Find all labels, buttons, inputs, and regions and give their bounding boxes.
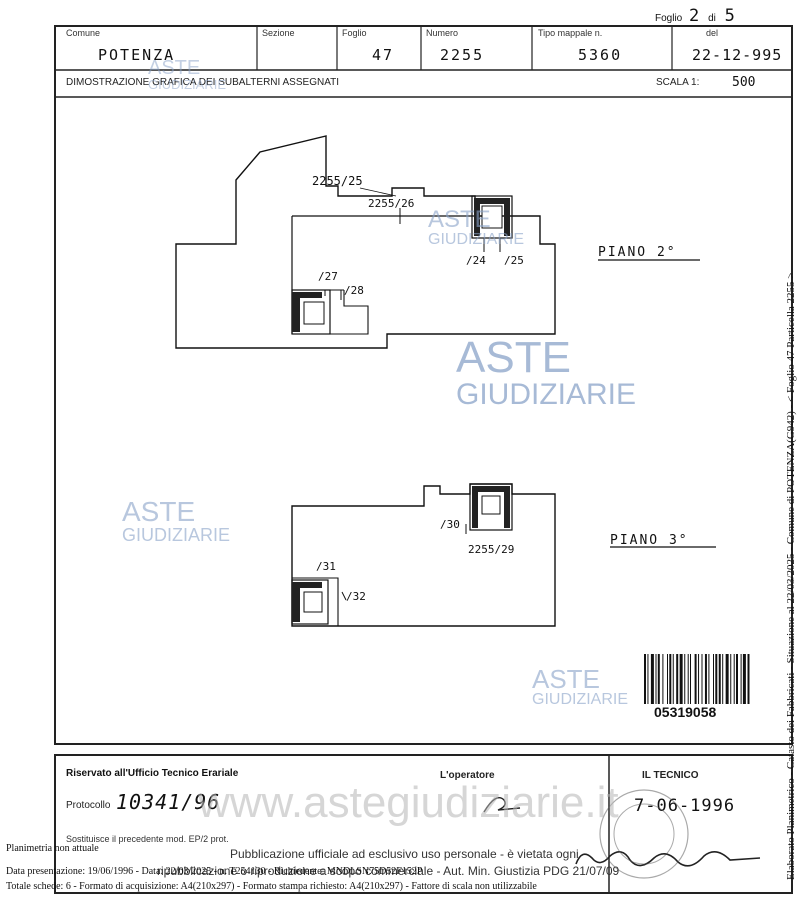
del-label: del <box>706 28 719 38</box>
header-title: DIMOSTRAZIONE GRAFICA DEI SUBALTERNI ASS… <box>66 77 340 88</box>
page-total: 5 <box>724 6 737 26</box>
scala-label: SCALA 1: <box>656 77 700 88</box>
barcode-bars <box>644 654 750 704</box>
watermark-header-line1: ASTE <box>148 57 201 79</box>
sezione-label: Sezione <box>262 28 295 38</box>
foglio-value: 47 <box>372 46 395 64</box>
page-counter-foglio-label: Foglio <box>655 13 683 24</box>
watermark-large: ASTE GIUDIZIARIE <box>456 336 636 410</box>
watermark-left-line1: ASTE <box>122 496 196 527</box>
piano3-stair-top <box>469 483 513 531</box>
watermark-left-line2: GIUDIZIARIE <box>122 525 231 545</box>
label-2255-25: 2255/25 <box>312 174 363 188</box>
watermark-bottom-line1: ASTE <box>532 664 600 694</box>
footer-operatore-label: L'operatore <box>440 770 495 781</box>
circular-stamp <box>599 789 689 879</box>
barcode-number: 05319058 <box>654 704 717 720</box>
watermark-large-line2: GIUDIZIARIE <box>456 378 637 411</box>
footer-box <box>54 754 793 894</box>
watermark-bottom-line2: GIUDIZIARIE <box>532 691 629 708</box>
label-30: /30 <box>440 518 460 531</box>
piano3-outline <box>291 483 556 627</box>
label-2255-29: 2255/29 <box>468 543 515 556</box>
piano2-stair-left <box>291 289 331 335</box>
footer-sostituisce: Sostituisce il precedente mod. EP/2 prot… <box>66 834 229 844</box>
header-grid <box>54 25 793 98</box>
label-2255-26: 2255/26 <box>368 197 415 210</box>
notice-line2: ripubblicazione o riproduzione a scopo c… <box>157 864 620 878</box>
piano2-stair-top <box>471 195 513 252</box>
operatore-signature <box>483 797 521 813</box>
watermark-plan-small: ASTE GIUDIZIARIE <box>428 208 524 248</box>
scala-value: 500 <box>732 75 756 90</box>
label-31: /31 <box>316 560 336 573</box>
comune-label: Comune <box>66 28 101 38</box>
watermark-large-line1: ASTE <box>456 333 571 382</box>
stamp-line3: Totale schede: 6 - Formato di acquisizio… <box>6 881 537 892</box>
mappa-value: 5360 <box>578 46 623 64</box>
stamp-line1: Planimetria non attuale <box>6 843 99 854</box>
piano3-label: PIANO 3° <box>610 533 689 548</box>
watermark-left: ASTE GIUDIZIARIE <box>122 496 231 545</box>
stamp-line2: Data presentazione: 19/06/1996 - Data: 2… <box>6 866 423 877</box>
numero-label: Numero <box>426 28 459 38</box>
mappa-label: Tipo mappale n. <box>538 28 603 38</box>
footer-protocollo-label: Protocollo <box>66 800 111 811</box>
watermark-bottom: ASTE GIUDIZIARIE <box>532 666 628 708</box>
watermark-header-line2: GIUDIZIARIE <box>148 77 227 92</box>
piano2-label: PIANO 2° <box>598 245 677 260</box>
del-value: 22-12-995 <box>692 46 783 64</box>
label-25: /25 <box>504 254 524 267</box>
footer-grid <box>608 754 610 894</box>
sheet-border <box>54 25 793 745</box>
watermark-site: www.astegiudiziarie.it <box>198 778 619 827</box>
barcode <box>644 654 784 704</box>
label-28: /28 <box>344 284 364 297</box>
piano3-stair-left <box>291 579 329 625</box>
label-27: /27 <box>318 270 338 283</box>
label-24: /24 <box>466 254 486 267</box>
footer-tecnico-label: IL TECNICO <box>642 770 699 781</box>
page-number: 2 <box>689 6 702 26</box>
watermark-plan-small-line1: ASTE <box>428 206 491 233</box>
piano3-room <box>292 577 339 626</box>
floor-plan-drawing <box>175 135 716 627</box>
footer-protocollo-value: 10341/96 <box>116 790 221 814</box>
page-counter: Foglio 2 di 5 <box>655 6 737 26</box>
piano2-room <box>292 290 369 335</box>
footer-riservato: Riservato all'Ufficio Tecnico Erariale <box>66 768 239 779</box>
foglio-label: Foglio <box>342 28 367 38</box>
piano2-leader-25 <box>359 187 397 197</box>
watermark-plan-small-line2: GIUDIZIARIE <box>428 231 525 248</box>
footer-tecnico-date: 7-06-1996 <box>634 796 736 816</box>
notice-line1: Pubblicazione ufficiale ad esclusivo uso… <box>230 847 579 861</box>
page-counter-di-label: di <box>708 13 716 24</box>
side-text: Elaborato Planimetrico - Catasto dei Fab… <box>785 272 797 880</box>
numero-value: 2255 <box>440 46 485 64</box>
watermark-header: ASTE GIUDIZIARIE <box>148 58 226 91</box>
label-32: /32 <box>346 590 366 603</box>
comune-value: POTENZA <box>98 46 176 64</box>
tecnico-signature <box>575 851 761 867</box>
